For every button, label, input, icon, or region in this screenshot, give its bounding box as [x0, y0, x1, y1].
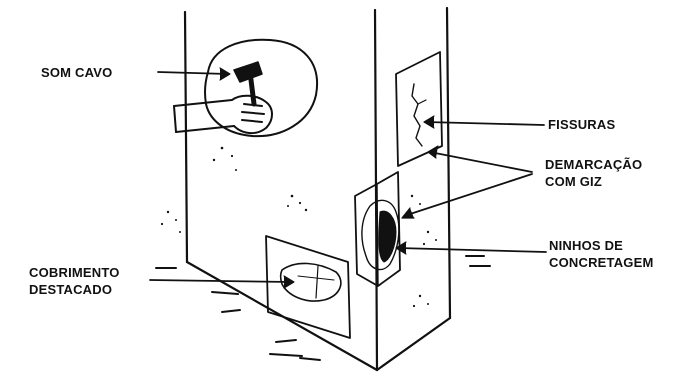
arrow-chalk-marking-1 — [429, 151, 533, 173]
label-honeycombing: NINHOS DE CONCRETAGEM — [549, 238, 654, 270]
crack-panel — [395, 51, 443, 167]
ground-strokes — [155, 255, 491, 361]
label-chalk-marking: DEMARCAÇÃO COM GIZ — [545, 157, 643, 189]
arrow-hollow-sound — [157, 71, 229, 75]
spalled-cover-zone — [265, 235, 351, 339]
arrow-spalled-cover — [149, 279, 293, 283]
arrow-cracks — [425, 121, 545, 126]
hammer-icon — [233, 61, 263, 107]
arrow-chalk-marking-2 — [403, 173, 533, 217]
concrete-speckles — [160, 146, 437, 308]
honeycombing-zone — [354, 171, 401, 287]
label-cracks: FISSURAS — [548, 117, 616, 132]
label-hollow-sound: SOM CAVO — [41, 65, 113, 80]
arrow-honeycombing — [397, 247, 547, 253]
callout-arrows — [149, 67, 547, 289]
pillar-outline — [183, 6, 452, 372]
label-spalled-cover: COBRIMENTO DESTACADO — [29, 265, 120, 297]
hand-icon — [173, 94, 273, 134]
hollow-sound-area — [160, 38, 437, 308]
